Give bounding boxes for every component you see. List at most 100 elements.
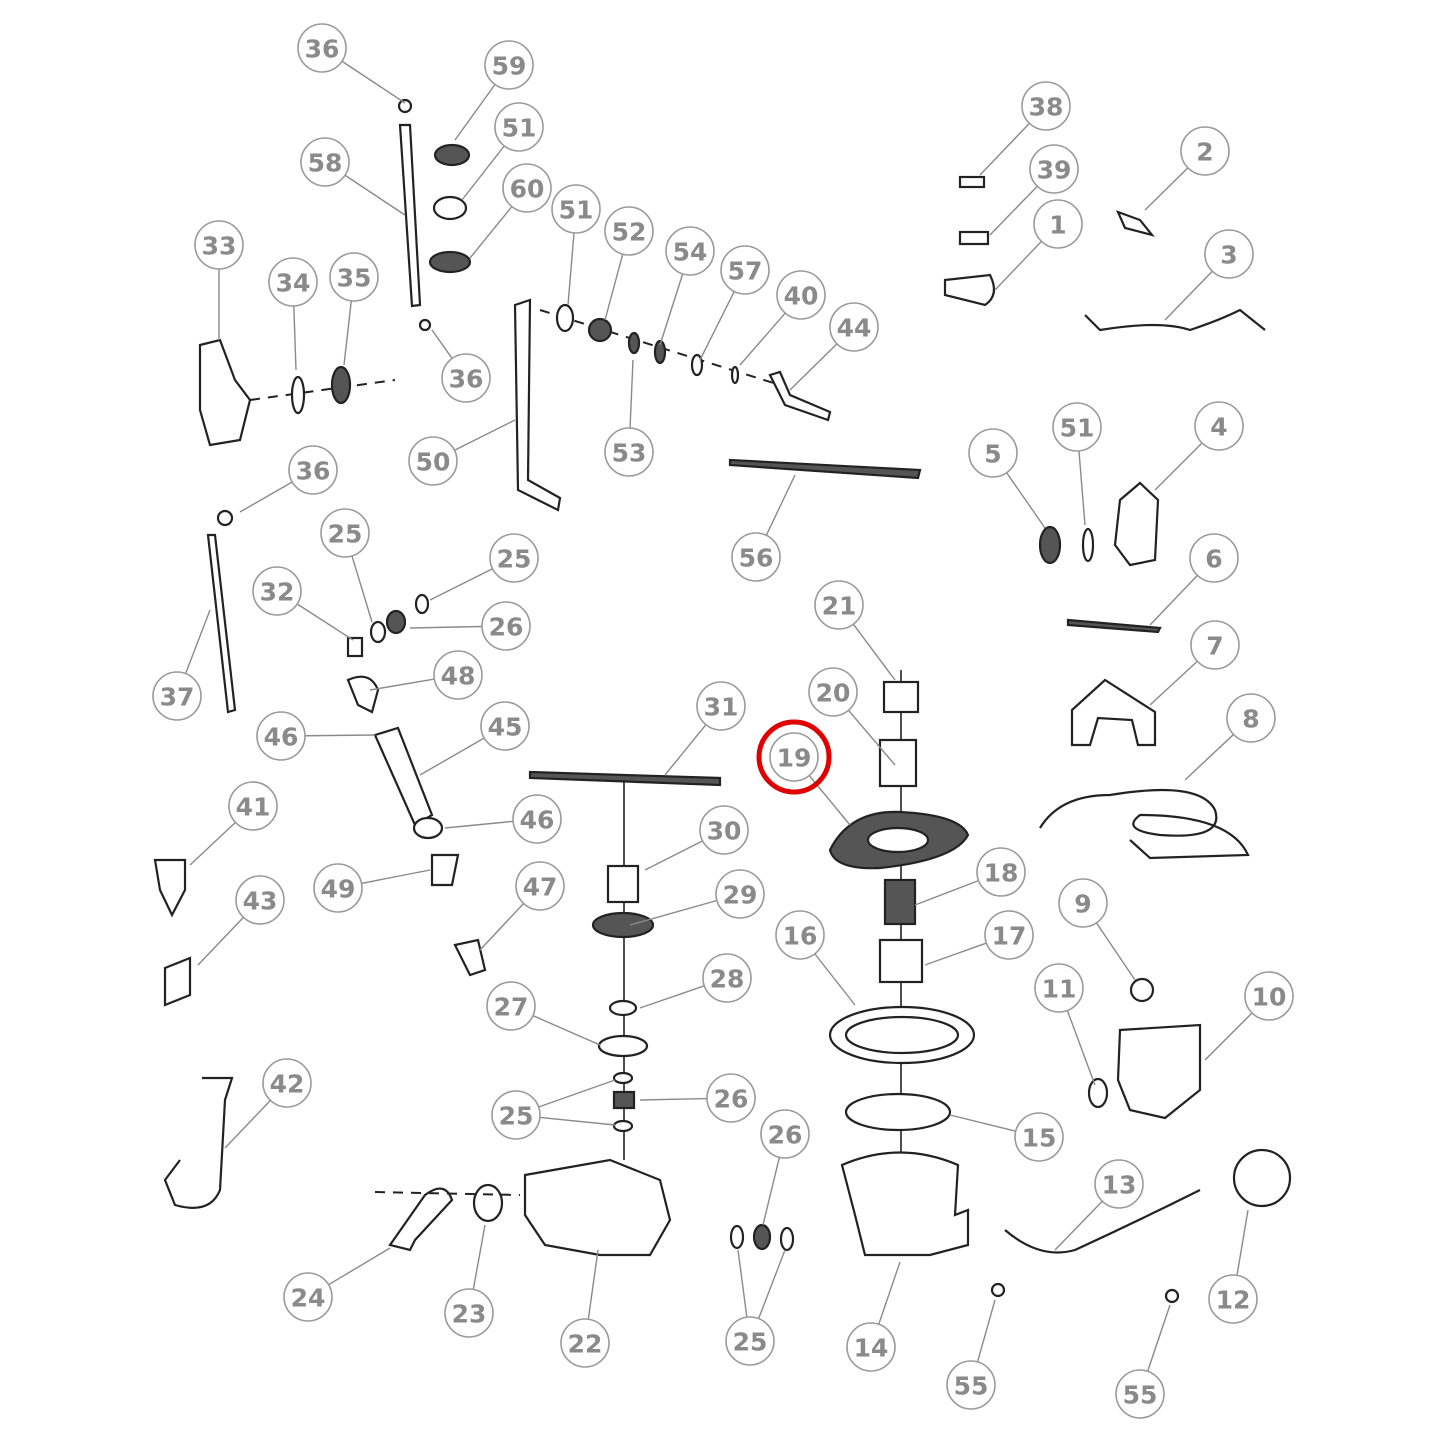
callout-label: 7 — [1206, 632, 1223, 661]
callout-circle — [1029, 144, 1079, 194]
callout-circle — [1226, 693, 1276, 743]
leader-line — [949, 1114, 1016, 1132]
nut-part-60 — [428, 250, 472, 274]
callout-circle — [228, 781, 278, 831]
callout-circle — [515, 861, 565, 911]
callout-circle — [699, 805, 749, 855]
callout-label: 28 — [710, 965, 745, 994]
callout-label: 5 — [984, 440, 1001, 469]
callout-label: 46 — [264, 723, 299, 752]
callout-label: 55 — [1123, 1381, 1158, 1410]
plate-part-43 — [163, 956, 192, 1007]
callout-label: 25 — [497, 545, 532, 574]
clamp-part-55a — [990, 1282, 1006, 1298]
leader-line — [293, 305, 297, 371]
callout-50: 50 — [408, 419, 516, 486]
callout-label: 31 — [704, 693, 739, 722]
callout-label: 51 — [502, 114, 537, 143]
leader-line — [1149, 574, 1198, 626]
leader-line — [567, 232, 575, 306]
spray-arm-part-31 — [528, 770, 722, 787]
leader-line — [369, 678, 435, 691]
leader-line — [184, 609, 211, 674]
callout-12: 12 — [1208, 1209, 1258, 1324]
callout-36: 36 — [431, 329, 491, 403]
callout-36: 36 — [239, 445, 338, 513]
callout-label: 4 — [1210, 413, 1227, 442]
arm-part-44 — [768, 370, 832, 422]
part-1 — [943, 273, 996, 307]
callout-57: 57 — [699, 245, 770, 361]
oring-part-51 — [432, 195, 468, 221]
callout-6: 6 — [1149, 533, 1239, 626]
leader-line — [429, 568, 493, 601]
oring-part-51c — [1081, 527, 1095, 563]
nut-part-35 — [330, 365, 352, 405]
leader-line — [328, 1247, 391, 1286]
part-2 — [1115, 210, 1155, 237]
callout-label: 52 — [612, 218, 647, 247]
oring-part-34 — [290, 375, 306, 415]
callout-label: 10 — [1252, 983, 1287, 1012]
callout-circle — [725, 1316, 775, 1366]
leader-line — [197, 916, 244, 966]
leader-line — [1204, 1012, 1253, 1061]
leader-line — [659, 273, 684, 346]
callout-37: 37 — [152, 609, 211, 721]
oring-part-25f — [779, 1226, 795, 1252]
part-53 — [627, 331, 641, 355]
callout-54: 54 — [659, 226, 715, 346]
part-26c — [752, 1223, 772, 1251]
callout-circle — [480, 701, 530, 751]
callout-label: 53 — [612, 439, 647, 468]
callout-25: 25 — [725, 1249, 786, 1366]
filter-part-18 — [883, 878, 917, 926]
leader-line — [924, 942, 987, 966]
callout-11: 11 — [1034, 963, 1096, 1086]
callout-circle — [300, 137, 350, 187]
callout-label: 2 — [1196, 138, 1213, 167]
callout-circle — [706, 1073, 756, 1123]
leader-line — [538, 1079, 616, 1108]
callout-label: 36 — [305, 35, 340, 64]
leader-line — [848, 709, 896, 766]
callout-label: 47 — [523, 873, 558, 902]
callout-label: 11 — [1042, 975, 1077, 1004]
leader-line — [419, 737, 485, 776]
callout-circle — [946, 1360, 996, 1410]
callout-label: 19 — [777, 744, 812, 773]
filter-ring-19 — [866, 826, 930, 854]
callout-circle — [1180, 126, 1230, 176]
callout-53: 53 — [604, 359, 654, 477]
callout-circle — [268, 257, 318, 307]
callout-label: 24 — [291, 1284, 326, 1313]
part-49 — [430, 853, 460, 887]
callout-circle — [604, 427, 654, 477]
sump-part-14 — [840, 1151, 970, 1257]
part-54 — [653, 339, 667, 365]
callout-label: 22 — [568, 1330, 603, 1359]
leader-line — [639, 1097, 708, 1101]
callout-label: 29 — [723, 881, 758, 910]
callout-13: 13 — [1054, 1159, 1144, 1251]
callout-47: 47 — [479, 861, 565, 951]
callout-circle — [1094, 1159, 1144, 1209]
leader-line — [629, 359, 634, 429]
callout-label: 20 — [816, 679, 851, 708]
part-32 — [346, 636, 364, 658]
callout-35: 35 — [329, 252, 379, 366]
valve-part-45 — [373, 726, 434, 827]
leader-line — [454, 419, 516, 451]
callout-label: 48 — [441, 662, 476, 691]
callout-25: 25 — [429, 533, 539, 601]
leader-line — [1164, 270, 1213, 321]
oring-part-28 — [608, 999, 638, 1017]
oring-part-11 — [1087, 1077, 1109, 1109]
part-6 — [1066, 618, 1162, 634]
callout-circle — [604, 206, 654, 256]
callout-label: 32 — [260, 578, 295, 607]
callout-label: 6 — [1205, 545, 1222, 574]
callout-label: 57 — [728, 257, 763, 286]
callout-label: 41 — [236, 793, 271, 822]
